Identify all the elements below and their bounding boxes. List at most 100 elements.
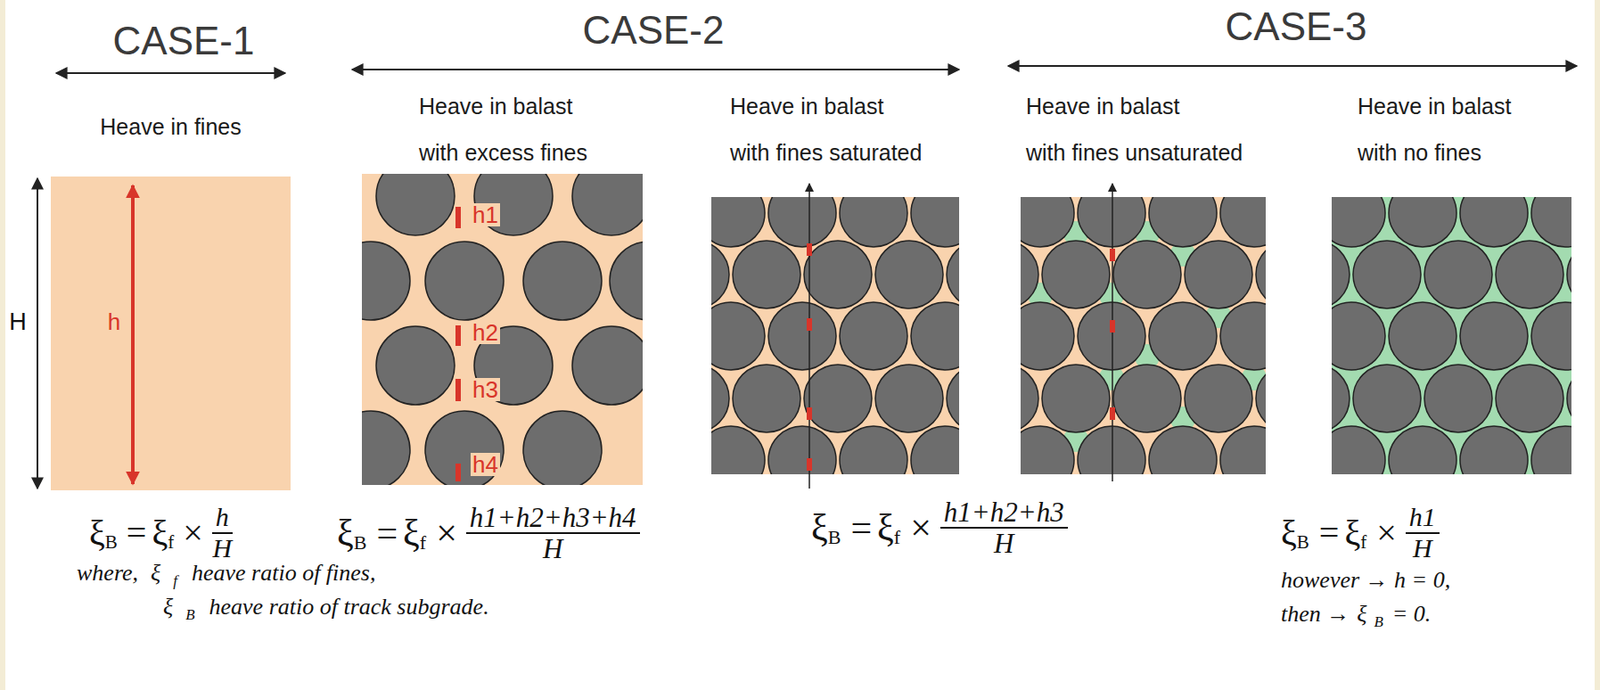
math-text: ξ (1344, 515, 1361, 551)
heave-ticks (455, 206, 461, 482)
panel-caption: with excess fines (418, 139, 588, 166)
subscript: f (1360, 533, 1367, 552)
panel-caption: Heave in balast (1357, 93, 1511, 120)
math-text: ξ (89, 515, 106, 551)
formula: ξB=ξf×h1+h2+h3+h4H (336, 504, 640, 563)
math-text: however → h = 0, (1280, 568, 1451, 592)
math-text: ξ (402, 514, 420, 552)
subscript: B (185, 607, 195, 623)
panel-caption: Heave in balast (418, 93, 573, 120)
operator: = (376, 514, 398, 552)
math-text: ξ (1356, 602, 1367, 626)
subscript: B (1296, 533, 1310, 552)
denominator: H (542, 533, 563, 562)
panel-caption: Heave in balast (1025, 93, 1180, 120)
heave-label: h4 (470, 452, 501, 476)
operator: × (182, 515, 204, 551)
formula: ξB=ξf×hH (89, 504, 233, 561)
case-panel: Heave in balastwith excess fines (361, 173, 643, 485)
ballast-no-fines (1331, 196, 1572, 475)
operator: = (850, 508, 872, 547)
denominator: H (212, 533, 232, 562)
fraction: h1+h2+h3+h4H (466, 504, 640, 563)
subscript: f (167, 533, 174, 552)
page-edge (1594, 0, 1600, 690)
case-heading: CASE-2 (582, 8, 725, 52)
math-text: ξ (163, 595, 173, 619)
formula: ξB=ξf×h1H (1280, 504, 1440, 561)
ballast-stones (1020, 196, 1266, 475)
math-text: where, (76, 561, 139, 585)
condition-note: then →ξB= 0. (1280, 602, 1431, 626)
numerator: h1 (1405, 504, 1440, 534)
fraction: h1H (1405, 504, 1440, 561)
formula: ξB=ξf×h1+h2+h3H (811, 499, 1068, 558)
operator: × (435, 514, 458, 552)
panel-caption: with no fines (1357, 139, 1482, 166)
operator: = (126, 515, 148, 551)
panel-caption: Heave in fines (99, 114, 241, 140)
case-heading: CASE-3 (1225, 5, 1368, 49)
definition-note: where,ξfheave ratio of fines, (76, 561, 376, 585)
math-text: ξ (877, 508, 895, 547)
panel-caption: with fines unsaturated (1025, 139, 1243, 166)
case-panel: Heave in balastwith fines saturated (711, 196, 960, 475)
case-span-arrow (352, 68, 960, 71)
math-text: = 0. (1392, 602, 1432, 626)
dimension-label: H (8, 309, 27, 337)
ballast-unsaturated (1020, 196, 1266, 475)
denominator: H (993, 528, 1014, 557)
subscript: B (828, 527, 842, 548)
panel-caption: with fines saturated (730, 139, 922, 166)
denominator: H (1412, 533, 1433, 562)
operator: × (910, 508, 932, 547)
ballast-stones (711, 196, 960, 475)
panel-caption: Heave in balast (730, 93, 884, 120)
fraction: h1+h2+h3H (940, 499, 1068, 558)
subscript: f (419, 533, 427, 553)
case-span-arrow (56, 72, 286, 74)
section-line (808, 183, 811, 489)
math-text: ξ (811, 508, 829, 547)
subscript: B (1373, 614, 1383, 630)
case-span-arrow (1008, 65, 1577, 67)
math-text: heave ratio of fines, (191, 561, 377, 585)
operator: = (1319, 515, 1340, 551)
height-arrow (36, 178, 39, 489)
page-edge (0, 0, 6, 690)
case-panel: Heave in fines (50, 176, 291, 491)
heave-ticks (1109, 248, 1116, 420)
heave-label: h3 (470, 377, 501, 402)
ballast-stones (361, 173, 643, 485)
numerator: h1+h2+h3+h4 (466, 504, 640, 534)
math-text: ξ (150, 561, 161, 585)
subscript: B (105, 533, 118, 552)
math-text: ξ (151, 515, 168, 551)
case-heading: CASE-1 (113, 19, 255, 63)
case-panel: Heave in balastwith fines unsaturated (1020, 196, 1266, 475)
fines-block (50, 176, 291, 491)
math-text: then → (1280, 602, 1350, 626)
definition-note: ξBheave ratio of track subgrade. (163, 595, 490, 619)
subscript: f (172, 573, 178, 589)
case-panel: Heave in balastwith no fines (1331, 196, 1572, 475)
ballast-stones (1331, 196, 1572, 475)
math-text: ξ (1280, 515, 1297, 551)
heave-ticks (806, 243, 813, 471)
heave-label: h (106, 310, 123, 334)
subscript: B (353, 533, 368, 553)
numerator: h (212, 504, 233, 534)
math-text: heave ratio of track subgrade. (209, 595, 490, 619)
heave-label: h2 (470, 320, 501, 345)
numerator: h1+h2+h3 (940, 499, 1068, 529)
subscript: f (894, 527, 901, 548)
math-text: ξ (336, 514, 354, 552)
operator: × (1376, 515, 1397, 551)
fraction: hH (212, 504, 233, 561)
condition-note: however → h = 0, (1280, 568, 1451, 592)
ballast-excess-fines (361, 173, 643, 485)
heave-arrow (131, 185, 135, 485)
heave-label: h1 (470, 203, 501, 227)
ballast-saturated (711, 196, 960, 475)
